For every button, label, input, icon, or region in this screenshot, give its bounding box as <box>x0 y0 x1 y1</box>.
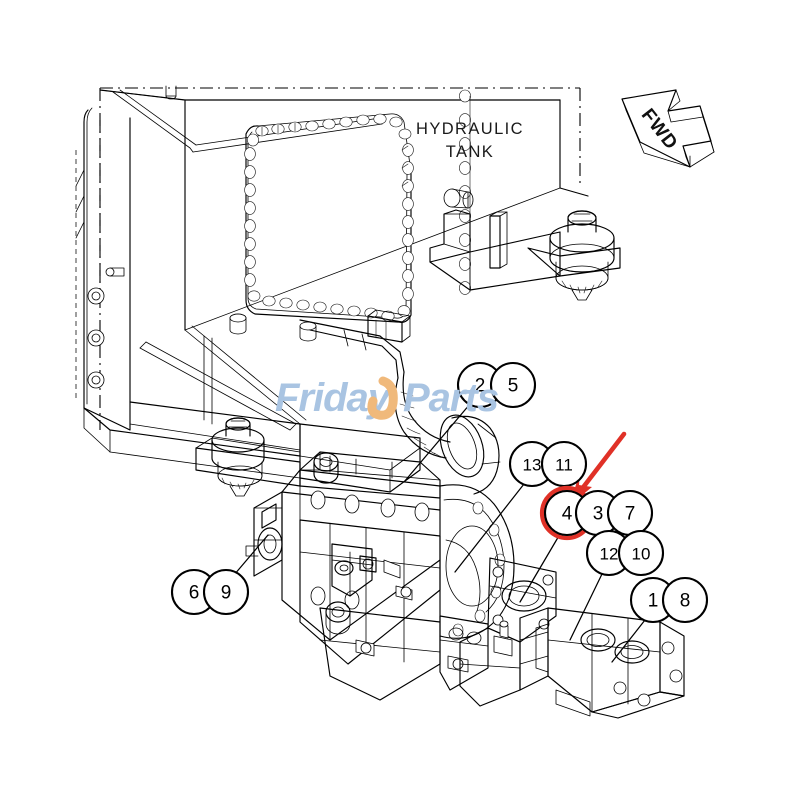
fwd-direction-arrow: FWD <box>621 89 715 168</box>
tank-bushing <box>229 313 317 342</box>
pump-fittings <box>355 559 413 657</box>
callout-bubble-9[interactable]: 9 <box>202 568 250 616</box>
callout-number: 11 <box>555 456 573 475</box>
callout-number: 8 <box>680 591 691 612</box>
control-stack <box>493 620 513 657</box>
callout-number: 5 <box>508 376 519 397</box>
hydraulic-tank-label: HYDRAULIC TANK <box>416 120 524 161</box>
callout-number: 7 <box>625 504 636 525</box>
gear-pump-ports <box>580 628 650 664</box>
callout-bubble-7[interactable]: 7 <box>606 489 654 537</box>
panel-bolt-heads <box>244 113 414 322</box>
callout-bubble-10[interactable]: 10 <box>617 529 665 577</box>
tank-mount-isolator-right <box>549 210 615 301</box>
pump-face-bolts <box>310 490 430 610</box>
callout-number: 4 <box>562 504 573 525</box>
callout-number: 13 <box>523 456 542 475</box>
callout-circle[interactable] <box>202 568 250 616</box>
callout-number: 10 <box>632 545 651 564</box>
callout-circle[interactable] <box>661 576 709 624</box>
callout-number: 9 <box>221 583 232 604</box>
callout-number: 3 <box>593 504 604 525</box>
callout-circle[interactable] <box>540 440 588 488</box>
pump-top-boss <box>313 452 339 484</box>
main-hydraulic-pump <box>245 451 441 701</box>
pump-left-flange <box>245 491 283 577</box>
tank-label-line1: HYDRAULIC <box>416 120 524 138</box>
callout-circle[interactable] <box>617 529 665 577</box>
pump-bell-housing <box>439 484 515 639</box>
tank-left-support-leg <box>75 107 131 431</box>
pump-regulator <box>325 601 351 635</box>
secondary-pump-section <box>439 557 557 707</box>
callout-number: 12 <box>600 545 619 564</box>
pump-control-valve <box>331 543 377 597</box>
fwd-arrow-label: FWD <box>637 105 682 154</box>
callout-number: 1 <box>648 591 659 612</box>
tank-base-frame <box>83 325 421 497</box>
callout-number: 6 <box>189 583 200 604</box>
leg-bolts <box>87 267 125 389</box>
pump-manifold <box>439 615 489 691</box>
callout-bubble-8[interactable]: 8 <box>661 576 709 624</box>
callout-number: 2 <box>475 376 486 397</box>
gear-pump-end-cap <box>591 621 685 719</box>
flange-bolt-holes <box>492 566 554 630</box>
callout-circle[interactable] <box>489 361 537 409</box>
tank-right-mount-bracket <box>429 209 621 301</box>
callout-bubble-11[interactable]: 11 <box>540 440 588 488</box>
callout-bubble-12[interactable]: 12 <box>585 529 633 577</box>
callout-leader-lines <box>233 403 646 663</box>
tank-label-line2: TANK <box>446 143 494 161</box>
hydraulic-tank-group <box>75 85 621 497</box>
tank-access-panel <box>245 113 412 323</box>
callout-bubble-5[interactable]: 5 <box>489 361 537 409</box>
hose-elbow-flange <box>439 414 501 495</box>
tank-pipe-stub <box>443 188 474 209</box>
